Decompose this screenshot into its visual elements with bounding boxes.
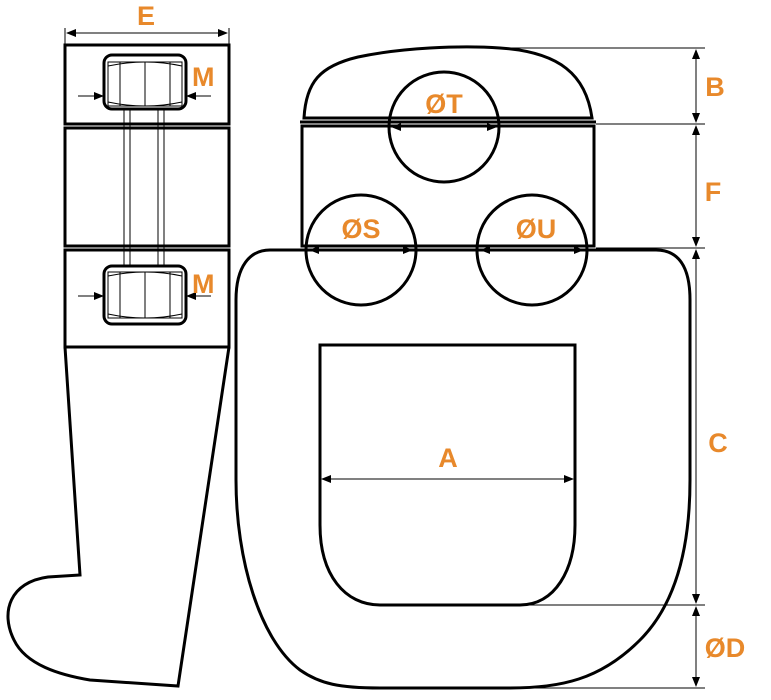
label-c: C bbox=[708, 428, 728, 458]
front-view bbox=[234, 45, 705, 690]
front-shackle-body bbox=[234, 248, 692, 690]
hole-t bbox=[387, 70, 501, 184]
hole-u bbox=[475, 193, 589, 307]
label-a: A bbox=[438, 443, 458, 473]
label-b: B bbox=[705, 72, 725, 102]
side-middle-block bbox=[63, 126, 231, 248]
label-d: ØD bbox=[705, 633, 746, 663]
label-s: ØS bbox=[341, 214, 380, 244]
side-lower-block bbox=[63, 248, 231, 349]
label-u: ØU bbox=[516, 214, 557, 244]
front-top-cap bbox=[302, 45, 594, 120]
side-top-block bbox=[63, 43, 231, 126]
label-f: F bbox=[705, 177, 722, 207]
side-hook bbox=[6, 346, 231, 688]
label-e: E bbox=[137, 1, 155, 31]
side-view bbox=[6, 28, 231, 688]
front-inner-opening bbox=[318, 343, 577, 607]
label-t: ØT bbox=[425, 89, 463, 119]
top-nut bbox=[102, 53, 188, 111]
hole-s bbox=[304, 193, 418, 307]
bottom-nut bbox=[102, 264, 188, 326]
label-m-bottom: M bbox=[192, 269, 215, 299]
label-m-top: M bbox=[192, 62, 215, 92]
dimension-labels: E M M ØT ØS ØU A B F C ØD bbox=[137, 1, 745, 663]
bolt-shank bbox=[123, 108, 165, 266]
